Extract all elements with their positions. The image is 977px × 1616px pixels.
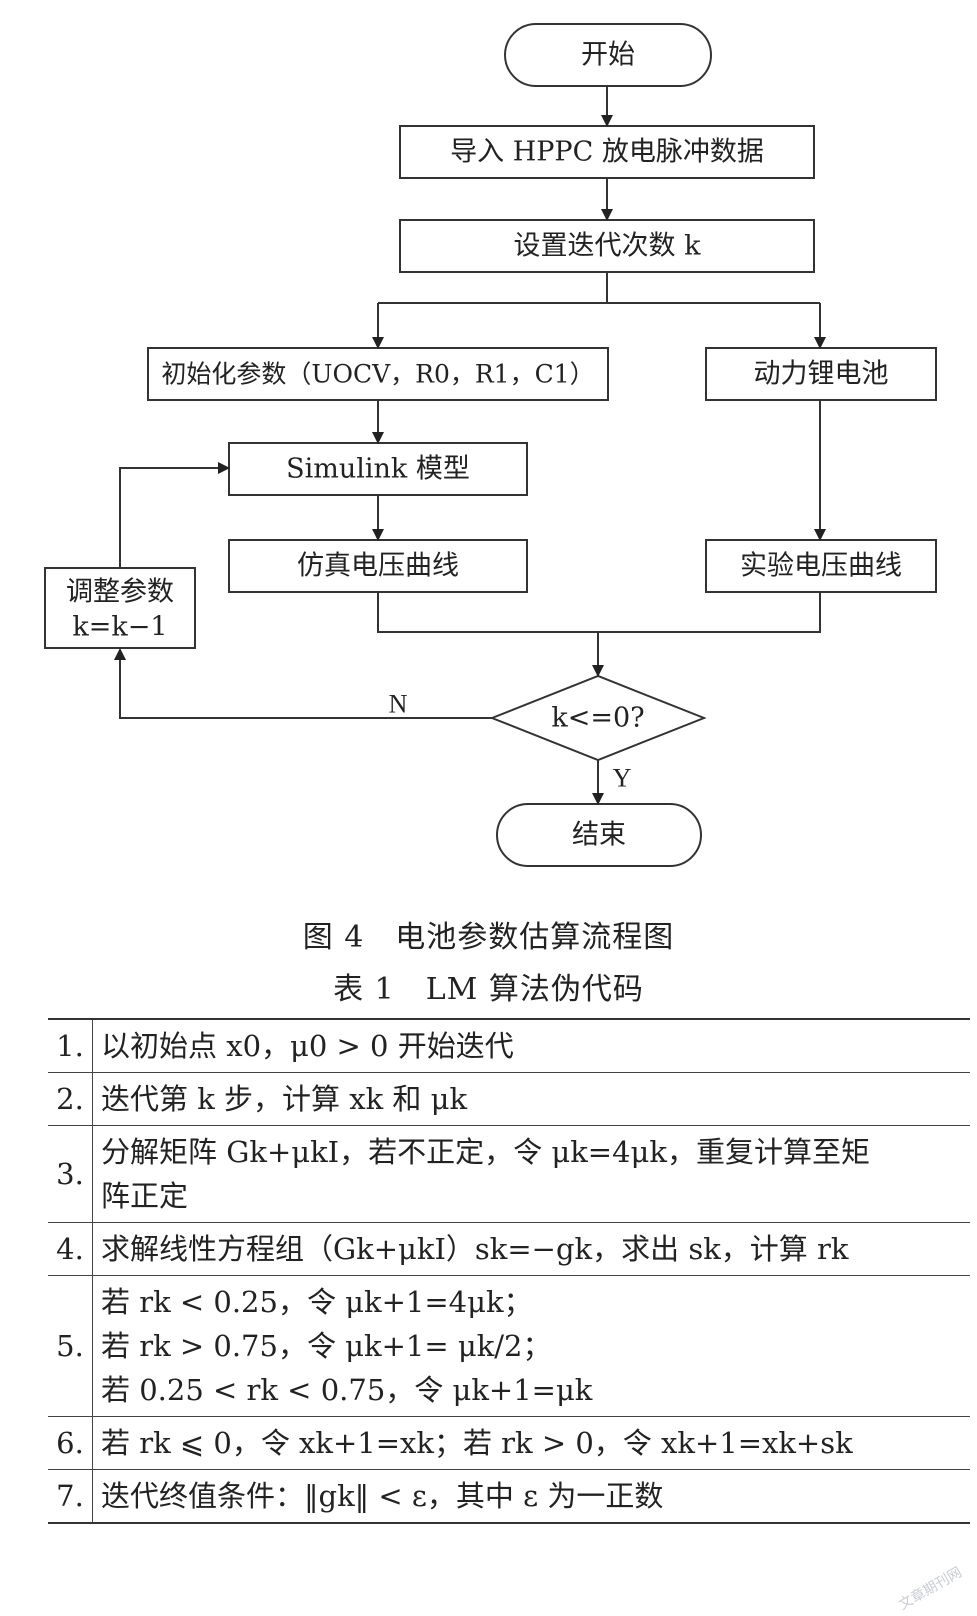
end-label: 结束 — [572, 820, 626, 851]
table-row: 2.迭代第 k 步，计算 xk 和 μk — [48, 1072, 970, 1126]
row-text-line: 迭代终值条件：‖gk‖ < ε，其中 ε 为一正数 — [101, 1479, 664, 1513]
exp-curve-label: 实验电压曲线 — [740, 551, 902, 582]
table-row: 7.迭代终值条件：‖gk‖ < ε，其中 ε 为一正数 — [48, 1469, 971, 1524]
table-row: 6.若 rk ⩽ 0，令 xk+1=xk；若 rk > 0，令 xk+1=xk+… — [48, 1416, 970, 1470]
sim-curve-label: 仿真电压曲线 — [297, 551, 459, 582]
row-number: 6. — [48, 1416, 93, 1470]
init-params-label: 初始化参数（UOCV，R0，R1，C1） — [161, 360, 594, 389]
start-label: 开始 — [581, 40, 635, 71]
row-text: 若 rk ⩽ 0，令 xk+1=xk；若 rk > 0，令 xk+1=xk+sk — [92, 1416, 970, 1470]
battery-label: 动力锂电池 — [754, 359, 889, 390]
row-text: 求解线性方程组（Gk+μkI）sk=−gk，求出 sk，计算 rk — [92, 1222, 970, 1276]
row-text-line: 阵正定 — [101, 1179, 189, 1213]
row-text-line: 若 rk ⩽ 0，令 xk+1=xk；若 rk > 0，令 xk+1=xk+sk — [101, 1426, 853, 1460]
table-row: 5.若 rk < 0.25，令 μk+1=4μk； 若 rk > 0.75，令 μ… — [48, 1275, 970, 1417]
row-number: 3. — [48, 1125, 93, 1223]
set-iterations-label: 设置迭代次数 k — [514, 231, 702, 262]
decision-diamond — [489, 674, 707, 762]
row-text-line: 若 rk < 0.25，令 μk+1=4μk； — [101, 1285, 533, 1319]
row-text: 若 rk < 0.25，令 μk+1=4μk； 若 rk > 0.75，令 μk+… — [92, 1275, 970, 1417]
import-label: 导入 HPPC 放电脉冲数据 — [450, 137, 764, 168]
row-number: 7. — [48, 1469, 93, 1523]
row-number: 1. — [48, 1019, 93, 1073]
decision-label: k<=0? — [551, 703, 644, 734]
adjust-label-line1: 调整参数 — [66, 577, 174, 608]
row-text-line: 若 rk > 0.75，令 μk+1= μk/2； — [101, 1329, 552, 1363]
row-text-line: 若 0.25 < rk < 0.75，令 μk+1=μk — [101, 1373, 593, 1407]
edge-simcurve-merge — [377, 592, 821, 633]
row-text: 迭代终值条件：‖gk‖ < ε，其中 ε 为一正数 — [93, 1470, 971, 1524]
table-row: 1.以初始点 x0，μ0 > 0 开始迭代 — [48, 1019, 970, 1073]
figure-caption: 图 4 电池参数估算流程图 — [302, 920, 675, 955]
row-text: 迭代第 k 步，计算 xk 和 μk — [92, 1072, 970, 1126]
row-text: 以初始点 x0，μ0 > 0 开始迭代 — [92, 1019, 970, 1073]
adjust-label-line2: k=k−1 — [72, 612, 167, 643]
row-text-line: 以初始点 x0，μ0 > 0 开始迭代 — [101, 1029, 514, 1063]
row-text: 分解矩阵 Gk+μkI，若不正定，令 μk=4μk，重复计算至矩阵正定 — [92, 1125, 970, 1223]
row-text-line: 求解线性方程组（Gk+μkI）sk=−gk，求出 sk，计算 rk — [101, 1232, 849, 1266]
row-text-line: 迭代第 k 步，计算 xk 和 μk — [101, 1082, 468, 1116]
table-row: 4.求解线性方程组（Gk+μkI）sk=−gk，求出 sk，计算 rk — [48, 1222, 970, 1276]
row-text-line: 分解矩阵 Gk+μkI，若不正定，令 μk=4μk，重复计算至矩 — [101, 1135, 870, 1169]
row-number: 5. — [48, 1275, 93, 1417]
edge-adjust-simulink — [119, 462, 230, 568]
edge-decision-no — [114, 648, 492, 719]
watermark: 文章期刊网 — [896, 1564, 965, 1614]
table-row: 3.分解矩阵 Gk+μkI，若不正定，令 μk=4μk，重复计算至矩阵正定 — [48, 1125, 970, 1223]
row-number: 2. — [48, 1072, 93, 1126]
flowchart: 开始 导入 HPPC 放电脉冲数据 设置迭代次数 k 初始化参数（UOCV，R0… — [44, 23, 937, 867]
yes-label: Y — [613, 764, 632, 793]
table-caption: 表 1 LM 算法伪代码 — [333, 972, 644, 1007]
simulink-label: Simulink 模型 — [286, 454, 470, 485]
no-label: N — [389, 690, 408, 719]
row-number: 4. — [48, 1222, 93, 1276]
